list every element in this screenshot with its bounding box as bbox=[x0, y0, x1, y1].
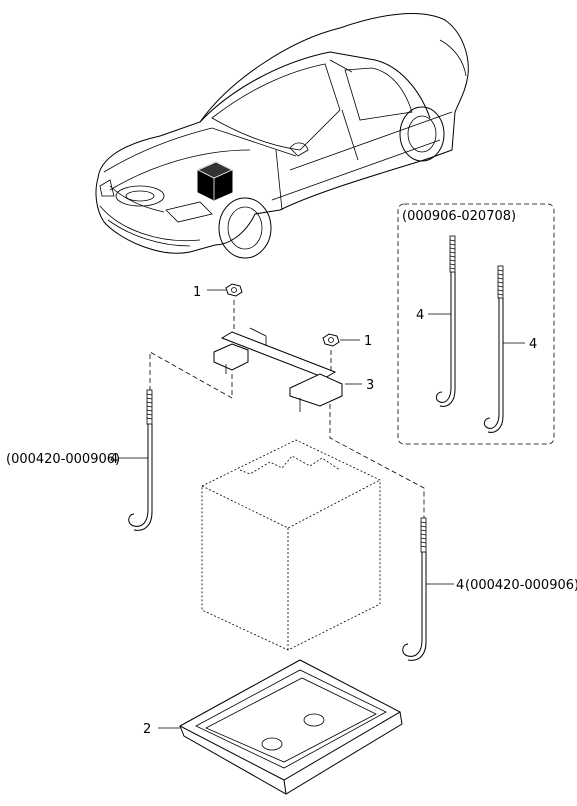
inset-rod-b bbox=[483, 265, 504, 433]
nut-right-label: 1 bbox=[364, 334, 372, 349]
rod-right-range-label: (000420-000906) bbox=[465, 578, 577, 593]
guide-rod-right bbox=[329, 404, 425, 518]
rod-left-range-label: (000420-000906) bbox=[6, 452, 120, 467]
inset-box: (000906-020708) 4 4 bbox=[397, 203, 555, 445]
inset-rod-a bbox=[435, 235, 456, 407]
inset-rod-a-label: 4 bbox=[416, 308, 424, 323]
clamp-label: 3 bbox=[366, 378, 374, 393]
guide-rod-left bbox=[149, 351, 233, 399]
nut-left-label: 1 bbox=[193, 285, 201, 300]
inset-rod-b-label: 4 bbox=[529, 337, 537, 352]
rod-left-label: 4 bbox=[110, 452, 118, 467]
rod-right: 4 (000420-000906) bbox=[402, 517, 577, 661]
tray-label: 2 bbox=[143, 722, 151, 737]
rod-right-label: 4 bbox=[456, 578, 464, 593]
inset-range-label: (000906-020708) bbox=[402, 209, 516, 224]
battery-tray: 2 bbox=[143, 659, 403, 795]
nut-left: 1 bbox=[193, 283, 243, 300]
clamp-bracket: 3 bbox=[213, 327, 374, 412]
rod-left: (000420-000906) 4 bbox=[6, 389, 153, 531]
car-illustration bbox=[95, 13, 469, 259]
nut-right: 1 bbox=[322, 333, 372, 349]
battery-outline bbox=[201, 439, 381, 651]
